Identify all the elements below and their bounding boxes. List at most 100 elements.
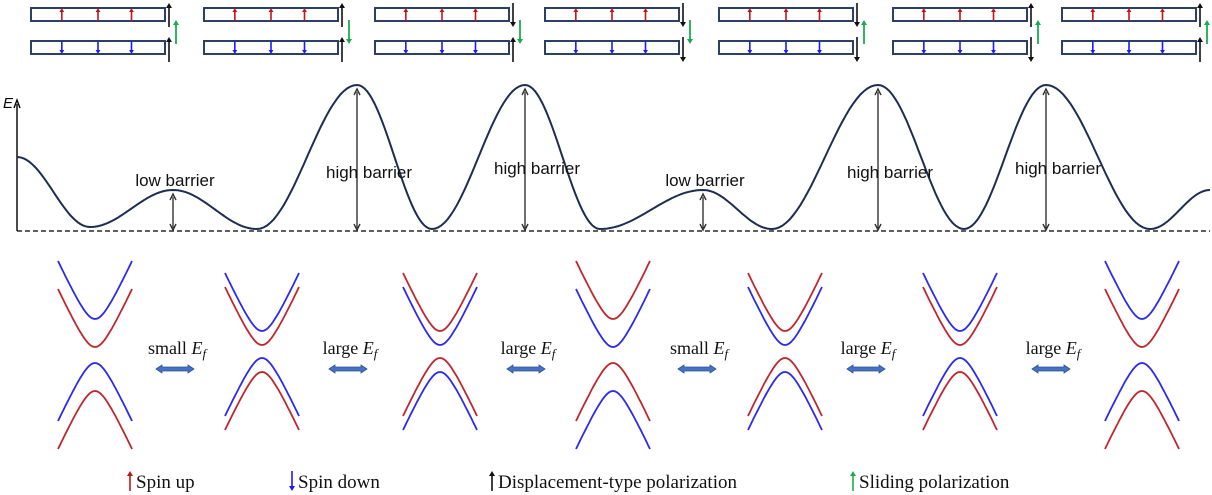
stacking-configurations-row — [30, 3, 1210, 62]
transition-label: large Ef — [323, 338, 380, 361]
valence-band-upper — [575, 362, 651, 422]
arrow-head-up-icon — [699, 192, 707, 201]
barrier-label: low barrier — [665, 171, 745, 190]
spin-down-arrow-icon — [817, 41, 822, 54]
legend-item: Displacement-type polarization — [489, 471, 737, 493]
conduction-band-upper — [1104, 260, 1180, 320]
displacement-up-arrow-icon — [166, 37, 172, 62]
barrier-label: high barrier — [326, 163, 412, 182]
arrow-head-down-icon — [353, 223, 361, 232]
energy-axis-label: E — [3, 95, 14, 112]
valence-band-upper — [747, 357, 823, 417]
displacement-down-arrow-icon — [680, 3, 686, 27]
valence-band-upper — [922, 357, 998, 417]
arrow-up-icon — [127, 471, 133, 491]
legend-label: Spin up — [136, 472, 195, 493]
energy-curve — [16, 83, 1211, 231]
band-structure-panel — [57, 260, 133, 450]
sliding-up-arrow-icon — [1204, 20, 1210, 44]
conduction-band-upper — [575, 260, 651, 320]
sliding-down-arrow-icon — [346, 20, 352, 44]
stacking-panel — [30, 3, 179, 62]
valence-band-lower — [575, 390, 651, 450]
conduction-band-lower — [1104, 288, 1180, 348]
spin-up-arrow-icon — [1090, 8, 1096, 21]
arrow-head-down-icon — [874, 223, 882, 232]
displacement-up-arrow-icon — [1028, 3, 1034, 27]
valence-band-lower — [922, 371, 998, 431]
band-structure-panel — [224, 272, 300, 431]
spin-down-arrow-icon — [783, 41, 789, 54]
valence-band-lower — [402, 371, 478, 431]
displacement-down-arrow-icon — [1028, 37, 1034, 62]
barrier-annotation: low barrier — [135, 171, 215, 232]
spin-down-arrow-icon — [1160, 41, 1165, 54]
displacement-up-arrow-icon — [339, 3, 345, 27]
arrow-head-up-icon — [169, 192, 177, 201]
displacement-down-arrow-icon — [510, 3, 516, 27]
displacement-down-arrow-icon — [854, 3, 860, 27]
stacking-panel — [1061, 3, 1210, 62]
valence-band-lower — [224, 371, 300, 431]
spin-up-arrow-icon — [129, 8, 134, 21]
conduction-band-lower — [922, 286, 998, 346]
valence-band-upper — [1104, 362, 1180, 422]
arrow-head-down-icon — [521, 223, 529, 232]
conduction-band-upper — [747, 272, 823, 332]
double-arrow-icon — [506, 364, 546, 374]
double-arrow-icon — [846, 364, 886, 374]
transition-label: small Ef — [670, 338, 731, 361]
spin-up-arrow-icon — [783, 8, 789, 21]
arrow-head-up-icon — [874, 87, 882, 96]
valence-band-upper — [224, 357, 300, 417]
displacement-down-arrow-icon — [680, 37, 686, 62]
spin-up-arrow-icon — [268, 8, 274, 21]
barrier-label: low barrier — [135, 171, 215, 190]
sliding-up-arrow-icon — [1035, 20, 1041, 44]
barrier-label: high barrier — [1015, 159, 1101, 178]
transition-annotation: large Ef — [501, 338, 558, 374]
spin-down-arrow-icon — [403, 41, 409, 54]
conduction-band-lower — [575, 288, 651, 348]
transition-annotation: large Ef — [323, 338, 380, 374]
spin-down-arrow-icon — [473, 41, 478, 54]
sliding-down-arrow-icon — [517, 20, 523, 44]
spin-up-arrow-icon — [747, 8, 753, 21]
legend-label: Displacement-type polarization — [498, 472, 737, 493]
spin-down-arrow-icon — [302, 41, 307, 54]
legend-label: Sliding polarization — [859, 472, 1010, 493]
band-structure-panel — [1104, 260, 1180, 450]
band-structure-panel — [747, 272, 823, 431]
transition-annotation: large Ef — [1026, 338, 1083, 374]
spin-up-arrow-icon — [817, 8, 822, 21]
spin-up-arrow-icon — [59, 8, 65, 21]
spin-up-arrow-icon — [1126, 8, 1132, 21]
spin-up-arrow-icon — [991, 8, 996, 21]
conduction-band-lower — [224, 286, 300, 346]
spin-up-arrow-icon — [609, 8, 615, 21]
transition-label: large Ef — [501, 338, 558, 361]
conduction-band-lower — [402, 286, 478, 346]
spin-up-arrow-icon — [1160, 8, 1165, 21]
valence-band-lower — [57, 390, 133, 450]
stacking-panel — [203, 3, 352, 62]
displacement-down-arrow-icon — [854, 37, 860, 62]
spin-down-arrow-icon — [1126, 41, 1132, 54]
displacement-up-arrow-icon — [510, 37, 516, 62]
spin-down-arrow-icon — [59, 41, 65, 54]
conduction-band-upper — [224, 272, 300, 332]
spin-down-arrow-icon — [921, 41, 927, 54]
conduction-band-upper — [402, 272, 478, 332]
spin-down-arrow-icon — [747, 41, 753, 54]
stacking-panel — [544, 3, 693, 62]
transition-label: small Ef — [148, 338, 209, 361]
spin-up-arrow-icon — [232, 8, 238, 21]
double-arrow-icon — [677, 364, 717, 374]
spin-down-arrow-icon — [1090, 41, 1096, 54]
spin-up-arrow-icon — [439, 8, 445, 21]
spin-up-arrow-icon — [473, 8, 478, 21]
spin-down-arrow-icon — [609, 41, 615, 54]
spin-down-arrow-icon — [95, 41, 101, 54]
legend-item: Spin down — [289, 471, 380, 493]
spin-up-arrow-icon — [957, 8, 963, 21]
